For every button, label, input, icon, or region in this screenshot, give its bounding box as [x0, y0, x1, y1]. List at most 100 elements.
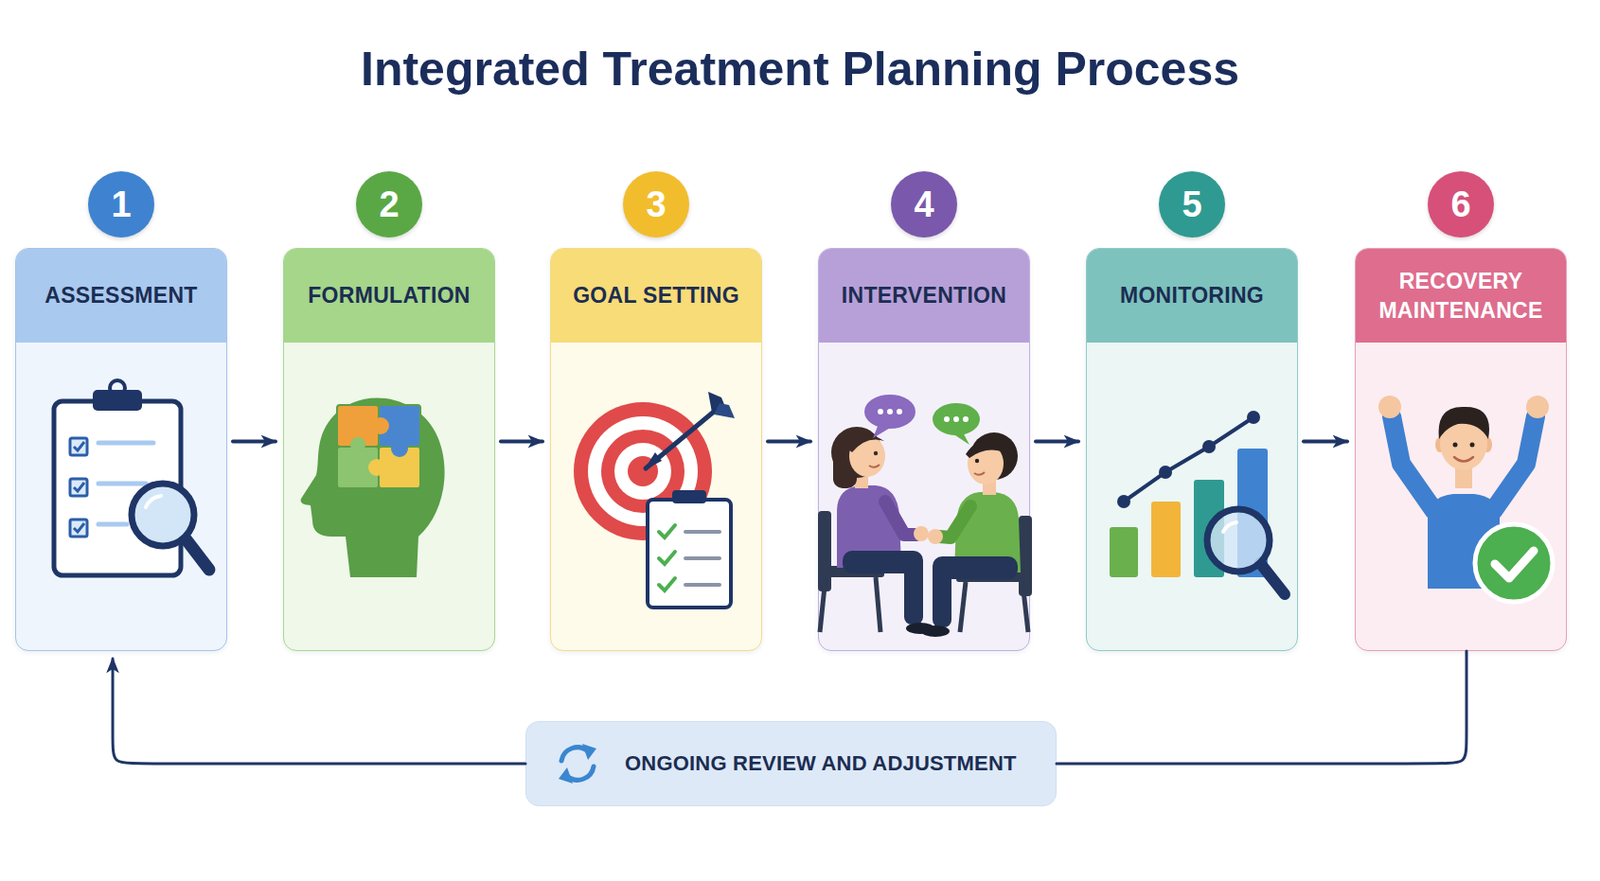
- clipboard-icon-part: [98, 481, 146, 487]
- step-card: FORMULATION: [283, 248, 496, 652]
- flow-arrow: [232, 439, 276, 444]
- target-icon-part: [645, 407, 720, 469]
- progress-chart-icon-part: [1109, 527, 1138, 578]
- progress-chart-icon-part: [1223, 522, 1237, 533]
- step-number-label: 2: [378, 184, 399, 226]
- checklist-icon: [647, 490, 731, 608]
- counselling-scene-part: [1022, 582, 1029, 633]
- checklist-icon-part: [658, 525, 676, 538]
- target-icon: [573, 391, 735, 541]
- clipboard-icon-part: [145, 496, 161, 508]
- counselling-scene-part: [817, 566, 885, 578]
- counselling-scene-part: [970, 432, 1018, 480]
- step-card: RECOVERY MAINTENANCE: [1354, 248, 1567, 652]
- target-icon-part: [708, 391, 726, 413]
- flow-arrow: [112, 658, 526, 765]
- progress-chart-icon-part: [1246, 410, 1261, 425]
- checklist-icon-part: [685, 556, 720, 561]
- step-number-label: 6: [1450, 184, 1471, 226]
- counselling-scene-part: [954, 492, 1021, 573]
- clipboard-icon-part: [73, 523, 85, 533]
- target-icon-part: [573, 402, 712, 541]
- counselling-scene-part: [943, 416, 950, 423]
- target-icon-part: [601, 429, 685, 514]
- step-number: 4: [890, 171, 958, 238]
- step-number: 6: [1427, 171, 1494, 238]
- counselling-scene-part: [854, 469, 869, 489]
- head-puzzle-icon-part: [337, 405, 379, 447]
- step-number-label: 1: [110, 184, 131, 226]
- checklist-icon-part: [685, 530, 720, 534]
- refresh-icon-part: [561, 747, 588, 762]
- clipboard-icon-part: [131, 483, 195, 547]
- head-puzzle-icon: [301, 398, 445, 578]
- counselling-scene-part: [913, 526, 929, 542]
- cheering-person-icon-part: [1526, 395, 1549, 419]
- counselling-scene-part: [873, 451, 878, 456]
- counselling-scene-part: [1018, 515, 1032, 597]
- target-icon-part: [627, 456, 658, 487]
- clipboard-icon-part: [70, 438, 88, 456]
- illustrations: [53, 380, 1553, 784]
- counselling-scene-part: [817, 511, 832, 592]
- counselling-scene-part: [921, 625, 950, 638]
- counselling-scene-part: [887, 408, 893, 415]
- checklist-icon-part: [672, 490, 707, 504]
- step-title: RECOVERY MAINTENANCE: [1367, 266, 1555, 326]
- refresh-icon-part: [558, 767, 573, 784]
- cheering-person-icon-part: [1427, 494, 1500, 589]
- checklist-icon-part: [685, 583, 720, 587]
- cheering-person-icon-part: [1454, 457, 1474, 463]
- review-band: ONGOING REVIEW AND ADJUSTMENT: [525, 721, 1057, 807]
- head-puzzle-icon-part: [350, 437, 366, 453]
- counselling-scene-part: [885, 501, 917, 535]
- target-icon-part: [587, 416, 698, 527]
- counselling-scene-part: [956, 570, 1032, 583]
- counselling-scene-part: [819, 577, 826, 633]
- connector-layer: [112, 441, 1467, 765]
- refresh-icon-part: [582, 744, 597, 761]
- counselling-scene-part: [904, 558, 924, 625]
- cheering-person-icon-part: [1494, 551, 1534, 579]
- step-header: INTERVENTION: [818, 248, 1030, 343]
- counselling-scene-part: [932, 556, 1018, 580]
- cheering-person-icon: [1378, 395, 1553, 603]
- clipboard-icon-part: [109, 380, 125, 396]
- cheering-person-icon-part: [1470, 443, 1476, 448]
- clipboard-icon-part: [70, 519, 88, 537]
- counselling-scene-part: [932, 403, 980, 436]
- head-puzzle-icon-part: [391, 440, 409, 458]
- step-card: INTERVENTION: [817, 248, 1031, 652]
- head-puzzle-icon-part: [368, 459, 386, 477]
- counselling-scene-part: [953, 416, 960, 423]
- cheering-person-icon-part: [1493, 416, 1536, 512]
- step-number: 1: [88, 171, 155, 238]
- head-puzzle-icon-part: [301, 398, 445, 578]
- counselling-scene-part: [849, 435, 886, 478]
- cheering-person-icon-part: [1378, 395, 1402, 419]
- progress-chart-icon-part: [1151, 501, 1181, 578]
- clipboard-icon-part: [73, 442, 85, 451]
- counselling-scene-part: [960, 582, 966, 633]
- step-card: ASSESSMENT: [15, 248, 228, 652]
- progress-chart-icon-part: [1158, 465, 1173, 480]
- target-icon-part: [643, 452, 662, 471]
- counselling-scene-part: [927, 529, 943, 545]
- step-title: FORMULATION: [307, 281, 471, 311]
- counselling-scene-part: [906, 622, 935, 635]
- checklist-icon-part: [658, 578, 676, 591]
- clipboard-icon-part: [53, 401, 181, 576]
- head-puzzle-icon-part: [372, 417, 390, 435]
- refresh-icon: [558, 744, 597, 784]
- clipboard-icon-part: [98, 441, 154, 446]
- counselling-scene-part: [975, 459, 979, 463]
- step-card: GOAL SETTING: [550, 248, 763, 652]
- step-number: 5: [1158, 171, 1226, 238]
- clipboard-icon-part: [184, 537, 210, 570]
- counselling-scene-part: [875, 577, 881, 633]
- counselling-scene-part: [965, 439, 1015, 459]
- progress-chart-icon-part: [1193, 480, 1225, 578]
- head-puzzle-icon-part: [337, 446, 379, 489]
